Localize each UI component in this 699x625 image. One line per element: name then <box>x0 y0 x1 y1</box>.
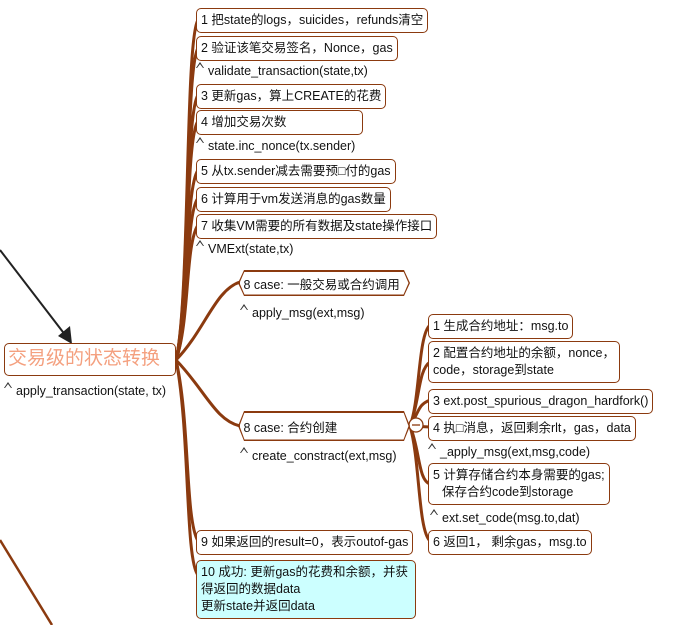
step-2[interactable]: 2 验证该笔交易签名，Nonce，gas <box>196 36 398 61</box>
arrow-head-icon <box>58 326 72 344</box>
step-6[interactable]: 6 计算用于vm发送消息的gas数量 <box>196 187 391 212</box>
step-10-line2: 更新state并返回data <box>201 599 315 613</box>
step-8-create[interactable]: 8 case: 合约创建 <box>238 411 410 441</box>
step-7-note: VMExt(state,tx) <box>195 240 294 256</box>
create-step-2-line1: 2 配置合约地址的余额，nonce， <box>433 346 615 360</box>
step-10[interactable]: 10 成功: 更新gas的花费和余额，并获得返回的数据data 更新state并返… <box>196 560 416 619</box>
create-step-5-line1: 5 计算存储合约本身需要的gas; <box>433 468 605 482</box>
create-step-4[interactable]: 4 执□消息，返回剩余rlt，gas，data <box>428 416 636 441</box>
step-2-note: validate_transaction(state,tx) <box>196 62 368 78</box>
root-node[interactable]: 交易级的状态转换 <box>4 343 176 376</box>
create-step-4-note: _apply_msg(ext,msg,code) <box>427 443 591 459</box>
step-5[interactable]: 5 从tx.sender减去需要预□付的gas <box>196 159 396 184</box>
create-step-3[interactable]: 3 ext.post_spurious_dragon_hardfork() <box>428 389 654 414</box>
step-9[interactable]: 9 如果返回的result=0，表示outof-gas <box>196 530 414 555</box>
step-4-note: state.inc_nonce(tx.sender) <box>195 137 356 153</box>
step-7[interactable]: 7 收集VM需要的所有数据及state操作接口 <box>196 214 438 239</box>
arrow-line <box>0 249 67 337</box>
step-4[interactable]: 4 增加交易次数 <box>196 110 363 135</box>
step-1[interactable]: 1 把state的logs，suicides，refunds清空 <box>196 8 429 33</box>
create-step-2-line2: code，storage到state <box>433 363 554 377</box>
step-8-create-note: create_constract(ext,msg) <box>240 447 397 463</box>
create-step-5[interactable]: 5 计算存储合约本身需要的gas; 保存合约code到storage <box>428 463 610 505</box>
outgoing-line <box>0 539 54 625</box>
step-10-line1: 10 成功: 更新gas的花费和余额，并获得返回的数据data <box>201 565 408 596</box>
create-step-5-note: ext.set_code(msg.to,dat) <box>430 509 580 525</box>
create-step-1[interactable]: 1 生成合约地址：msg.to <box>428 314 574 339</box>
create-step-2[interactable]: 2 配置合约地址的余额，nonce， code，storage到state <box>428 341 620 383</box>
step-3[interactable]: 3 更新gas，算上CREATE的花费 <box>196 84 387 109</box>
step-8-call-note: apply_msg(ext,msg) <box>240 304 365 320</box>
create-step-6[interactable]: 6 返回1， 剩余gas，msg.to <box>428 530 592 555</box>
step-8-call[interactable]: 8 case: 一般交易或合约调用 <box>238 270 410 296</box>
create-step-5-line2: 保存合约code到storage <box>442 485 574 499</box>
root-note: apply_transaction(state, tx) <box>3 382 167 398</box>
